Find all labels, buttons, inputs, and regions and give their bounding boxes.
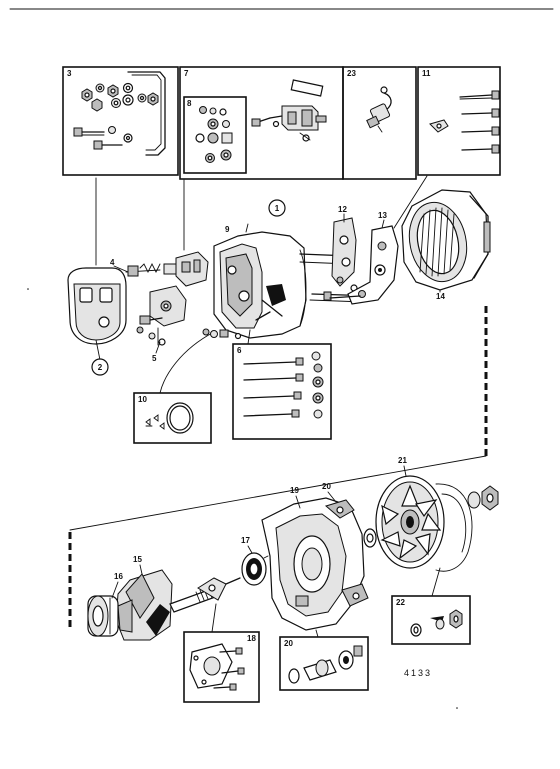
svg-text:1: 1 [275,204,280,213]
callout-15: 15 [133,555,142,564]
callout-21: 21 [398,456,407,465]
callout-14: 14 [436,292,445,301]
leader-kit-6 [247,329,251,345]
kit-8-label: 8 [187,99,192,108]
kit-20-box: 20 [279,636,369,691]
leader-kit-18 [211,603,217,633]
callout-1: 1 [268,199,286,217]
kit-6-box: 6 [232,343,332,440]
leader-kit-10 [159,331,215,394]
connector-diagonal [69,455,487,531]
callout-13: 13 [378,211,387,220]
kit-23-box: 23 [342,66,417,180]
kit-23-label: 23 [347,69,356,78]
callout-2: 2 [91,358,109,376]
brush-cover-part [67,267,127,361]
regulator-part [175,251,209,287]
rectifier-plate-part [329,225,399,305]
kit-10-box: 10 [133,392,212,444]
drive-end-housing-part [261,497,369,631]
fan-pulley-part [375,475,473,572]
rotor-part [87,569,241,641]
kit-3-box: 3 [62,66,179,176]
kit-22-label: 22 [396,598,405,607]
drawing-number: 4133 [404,668,432,678]
kit-6-label: 6 [237,346,242,355]
callout-5: 5 [152,354,157,363]
callout-4: 4 [110,258,115,267]
callout-12: 12 [338,205,347,214]
kit-18-label: 18 [247,634,256,643]
kit-7-label: 7 [184,69,189,78]
callout-19: 19 [290,486,299,495]
kit-3-label: 3 [67,69,72,78]
kit-8-box [183,96,247,174]
kit-22-box: 22 [391,595,471,645]
leader-kit-22 [431,567,441,597]
spacer-rings [363,485,499,548]
kit-18-box: 18 [183,631,260,703]
diode-plate-part [331,217,357,287]
leader-kit-11 [393,175,428,229]
end-housing-part [213,223,307,339]
stator-part [401,189,491,291]
kit-7-box: 7 8 [179,66,344,180]
callout-20: 20 [322,482,331,491]
kit-11-label: 11 [422,69,431,78]
leader-kit-20 [315,629,319,638]
kit-11-box: 11 [417,66,501,176]
svg-text:2: 2 [98,363,103,372]
callout-17: 17 [241,536,250,545]
callout-9: 9 [225,225,230,234]
bearing-part [241,552,269,586]
small-fasteners [202,328,242,340]
callout-16: 16 [114,572,123,581]
brush-holder-part [125,262,187,346]
speck [456,707,458,709]
kit-10-label: 10 [138,395,147,404]
speck [27,288,29,290]
kit-20-lower-label: 20 [284,639,293,648]
